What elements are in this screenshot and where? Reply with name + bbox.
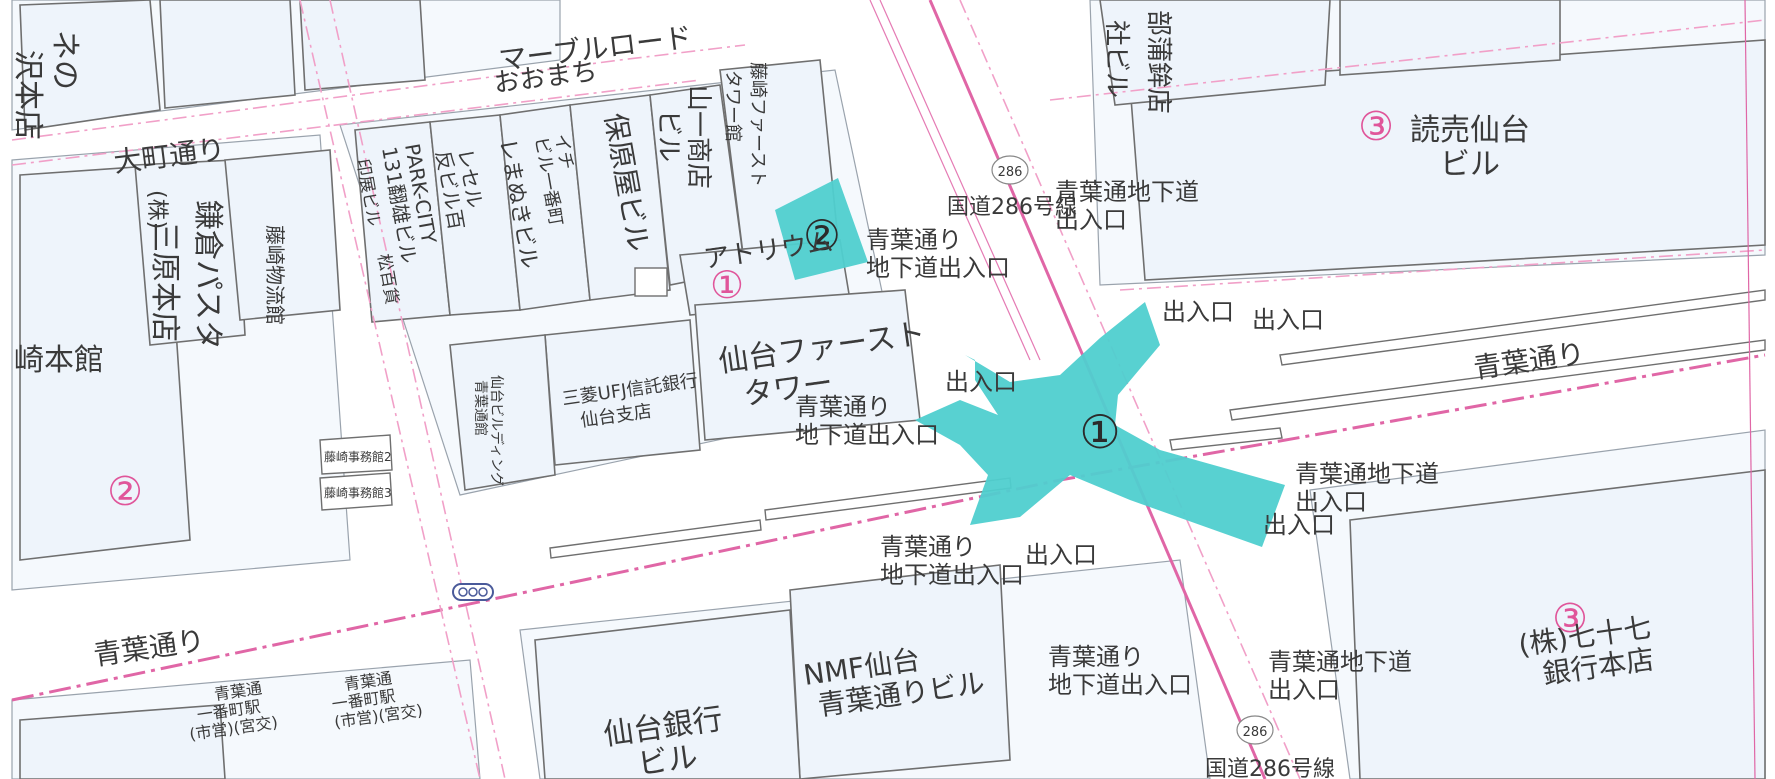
label-sendai-bldg-l1: 仙台ビルディング — [488, 375, 505, 486]
svg-text:青葉通地下道 出入口: 青葉通地下道 出入口 — [1268, 648, 1420, 704]
label-top-right-l2: 部蒲鉾店 — [1143, 10, 1173, 114]
exit-c: 出入口 — [945, 368, 1017, 396]
bus-stop-icon — [452, 583, 494, 601]
route-badge-top: 286 — [991, 155, 1029, 185]
label-yomiuri-l1: 読売仙台 — [1410, 113, 1530, 148]
label-yamaichi-l1: 山一商店 — [683, 85, 713, 189]
svg-text:青葉通り 地下道出入口: 青葉通り 地下道出入口 — [1048, 643, 1192, 699]
svg-text:タワー館: タワー館 — [722, 70, 743, 142]
exit-aoba-left-l1: 青葉通り — [795, 393, 891, 421]
label-fujisaki-butsuryu: 藤崎物流館 — [263, 225, 287, 325]
label-kamakura-pasta: 鎌倉パスタ — [190, 200, 225, 350]
label-yamaichi-l2: ビル — [653, 110, 683, 162]
street-labels: 大町通り マーブルロード おおまち 青葉通り 青葉通り 国道286号線 国道28… — [91, 21, 1587, 779]
label-fujisaki-first-l2: タワー館 — [722, 70, 743, 142]
label-yomiuri-l2: ビル — [1440, 147, 1500, 182]
svg-text:286: 286 — [1243, 725, 1268, 740]
district-number-top-right: ③ — [1358, 104, 1394, 150]
label-sendai-ginko-l2: ビル — [636, 739, 700, 779]
svg-text:藤崎ファースト: 藤崎ファースト — [747, 62, 768, 187]
exit-tunnel-top-l1: 青葉通地下道 — [1055, 178, 1199, 206]
exit-aoba-lower-l1: 青葉通り — [1048, 643, 1144, 671]
svg-text:青葉通り 地下道出入口: 青葉通り 地下道出入口 — [880, 533, 1024, 589]
label-top-left-l2: ネの — [47, 30, 82, 90]
route-badge-bottom: 286 — [1236, 715, 1274, 745]
exit-tunnel-top-l2: 出入口 — [1055, 206, 1127, 234]
svg-text:NMF仙台 青葉通りビル: NMF仙台 青葉通りビル — [801, 634, 986, 723]
street-route-286-bottom: 国道286号線 — [1205, 757, 1335, 779]
street-route-286-top: 国道286号線 — [947, 195, 1077, 220]
svg-text:読売仙台 ビル: 読売仙台 ビル — [1410, 113, 1540, 182]
exit-b: 出入口 — [1252, 306, 1324, 334]
district-number-left: ② — [107, 469, 143, 515]
district-number-center: ① — [710, 263, 744, 307]
subway-tunnels — [869, 0, 1041, 361]
marker-1: ① — [1079, 405, 1120, 459]
label-sendai-bldg-l2: 青葉通館 — [472, 380, 489, 436]
label-fujisaki-honkan: 崎本館 — [14, 343, 104, 378]
exit-labels: 青葉通地下道 出入口 出入口 出入口 出入口 青葉通り 地下道出入口 青葉通り … — [795, 178, 1447, 704]
label-top-left-l1: 沢本店 — [10, 50, 45, 140]
exit-aoba-near-2-l1: 青葉通り — [866, 226, 962, 254]
label-fujisaki-office3: 藤崎事務館3 — [324, 485, 392, 500]
marker-2: ② — [803, 211, 841, 260]
exit-aoba-near-2-l2: 地下道出入口 — [866, 254, 1010, 282]
highlight-area-1[interactable]: ① — [915, 302, 1285, 547]
street-aoba-dori-left: 青葉通り — [91, 624, 207, 672]
exit-tunnel-right-l2: 出入口 — [1295, 488, 1367, 516]
label-sanbara-l1: (株) — [144, 190, 169, 229]
label-sanbara-l2: 三原本店 — [147, 222, 182, 342]
label-fujisaki-office2: 藤崎事務館2 — [324, 449, 392, 464]
district-numbers: ② ③ ③ ① — [107, 104, 1588, 642]
exit-aoba-bottom-l2: 地下道出入口 — [880, 561, 1024, 589]
exit-tunnel-lower-right-l1: 青葉通地下道 — [1268, 648, 1412, 676]
svg-text:青葉通り 地下道出入口: 青葉通り 地下道出入口 — [795, 393, 939, 449]
svg-text:青葉通地下道 出入口: 青葉通地下道 出入口 — [1295, 460, 1447, 516]
exit-aoba-bottom-l1: 青葉通り — [880, 533, 976, 561]
buildings-layer — [19, 0, 1766, 779]
exit-aoba-lower-l2: 地下道出入口 — [1048, 671, 1192, 699]
exit-tunnel-right-l1: 青葉通地下道 — [1295, 460, 1439, 488]
exit-d: 出入口 — [1025, 541, 1097, 569]
svg-text:青葉通り 地下道出入口: 青葉通り 地下道出入口 — [866, 226, 1010, 282]
label-top-right-l1: 社ビル — [1101, 20, 1131, 98]
exit-e: 出入口 — [1263, 511, 1335, 539]
highlight-area-2[interactable]: ② — [775, 178, 868, 280]
label-fujisaki-first-l1: 藤崎ファースト — [747, 62, 768, 187]
exit-aoba-left-l2: 地下道出入口 — [795, 421, 939, 449]
exit-tunnel-lower-right-l2: 出入口 — [1268, 676, 1340, 704]
district-number-bottom-right: ③ — [1552, 596, 1588, 642]
svg-text:青葉通地下道 出入口: 青葉通地下道 出入口 — [1055, 178, 1207, 234]
exit-a: 出入口 — [1162, 298, 1234, 326]
svg-text:286: 286 — [998, 165, 1023, 180]
